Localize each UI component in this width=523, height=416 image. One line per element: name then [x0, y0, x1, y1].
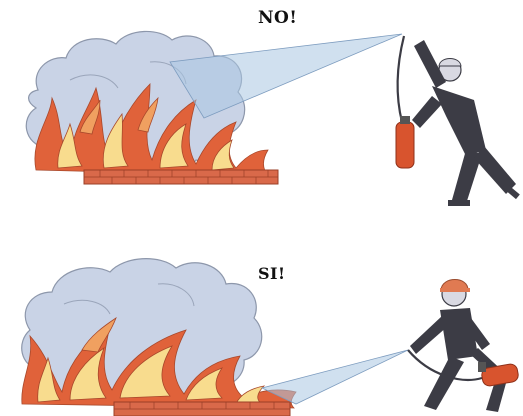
fire-extinguisher-icon: [396, 116, 414, 168]
brick-base-icon: [84, 170, 278, 184]
person-with-extinguisher-icon: [396, 36, 520, 206]
person-with-extinguisher-icon: [408, 280, 519, 413]
panel-wrong-technique: [26, 31, 520, 206]
panel-right-technique: [22, 259, 520, 416]
brick-base-icon: [114, 402, 290, 416]
extinguisher-spray-low: [262, 350, 408, 404]
fire-extinguisher-icon: [478, 362, 519, 387]
